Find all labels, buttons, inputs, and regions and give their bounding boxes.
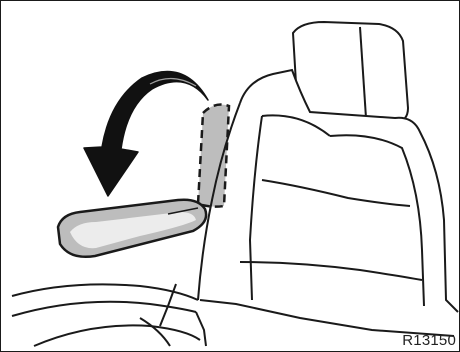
figure-code: R13150	[402, 332, 456, 349]
seat-cushion	[12, 284, 454, 346]
curved-arrow-icon	[84, 72, 208, 196]
headrest	[293, 22, 408, 123]
armrest-lowered	[58, 200, 206, 257]
